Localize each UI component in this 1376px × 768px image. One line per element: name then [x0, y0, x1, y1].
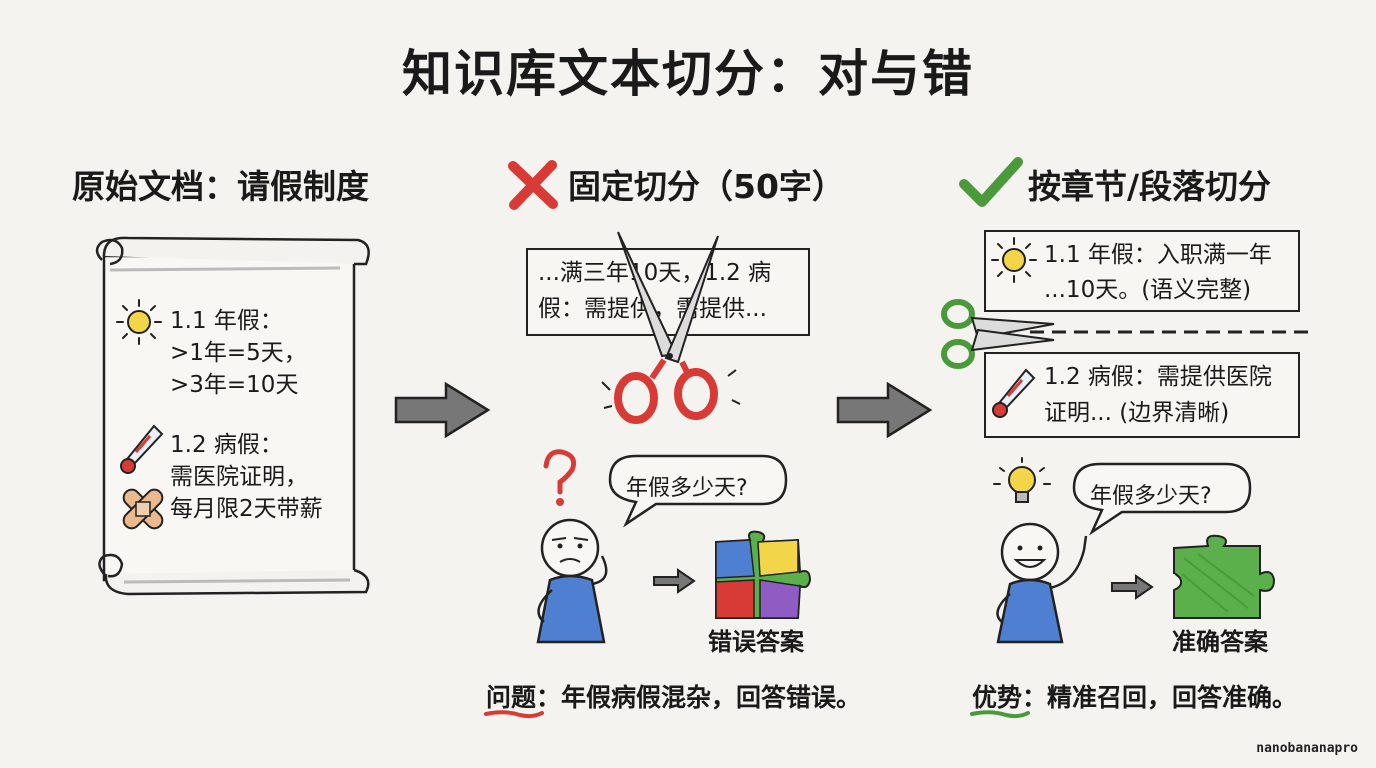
fixed-chunk-box: [526, 248, 810, 336]
correct-answer-label: 准确答案: [1172, 628, 1268, 656]
small-arrow-fixed: [653, 568, 696, 594]
question-text-fixed: 年假多少天?: [626, 476, 748, 501]
semantic-chunk-1-line-1: 1.1 年假：入职满一年: [1044, 242, 1272, 268]
question-text-semantic: 年假多少天?: [1090, 484, 1212, 509]
advantage-label: 优势: [972, 683, 1023, 712]
small-arrow-semantic: [1111, 574, 1154, 600]
watermark: nanobananapro: [1256, 741, 1358, 756]
semantic-split-heading: 按章节/段落切分: [1028, 167, 1272, 206]
problem-underline: [484, 710, 544, 719]
question-bubble-semantic: [1072, 462, 1252, 536]
semantic-chunk-1-box: [984, 230, 1300, 312]
problem-label: 问题: [486, 683, 537, 712]
happy-person: [996, 522, 1088, 644]
semantic-chunk-2-line-1: 1.2 病假：需提供医院: [1044, 364, 1272, 390]
page-title: 知识库文本切分：对与错: [402, 45, 974, 103]
confused-person: [536, 518, 608, 644]
question-mark-icon: [543, 449, 577, 506]
arrow-right-1: [394, 381, 491, 439]
thermometer-icon-semantic: [992, 368, 1036, 418]
annual-leave-rule-2: >3年=10天: [170, 372, 299, 398]
sick-leave-rule-1: 需医院证明，: [170, 464, 308, 490]
original-doc-heading: 原始文档：请假制度: [72, 167, 369, 206]
cross-icon: [508, 160, 558, 210]
semantic-chunk-2-line-2: 证明... (边界清晰): [1044, 400, 1230, 426]
advantage-text: ：精准召回，回答准确。: [1022, 683, 1298, 712]
annual-leave-rule-1: >1年=5天，: [170, 340, 307, 366]
annual-leave-title: 1.1 年假：: [170, 308, 283, 334]
problem-text: ：年假病假混杂，回答错误。: [536, 683, 862, 712]
complete-puzzle-icon: [1173, 534, 1276, 619]
question-bubble-fixed: [608, 454, 788, 528]
fixed-chunk-line-1: ...满三年10天，1.2 病: [538, 260, 772, 286]
semantic-chunk-2-box: [984, 352, 1300, 438]
scroll-document: [95, 236, 370, 596]
semantic-chunk-1-line-2: ...10天。(语义完整): [1044, 277, 1252, 303]
lightbulb-icon: [993, 457, 1051, 503]
sun-icon-semantic: [991, 237, 1037, 283]
wrong-answer-label: 错误答案: [708, 628, 804, 656]
sun-icon: [116, 299, 162, 345]
cut-line-with-scissors: [941, 299, 1308, 369]
problem-footer: 问题：年假病假混杂，回答错误。: [486, 678, 861, 714]
advantage-underline: [970, 710, 1030, 719]
sick-leave-title: 1.2 病假：: [170, 432, 283, 458]
scissors-icon: [601, 231, 741, 424]
bandage-icon: [122, 488, 164, 530]
thermometer-icon: [120, 424, 164, 474]
fixed-split-heading: 固定切分（50字）: [568, 167, 845, 206]
checkmark-icon: [959, 157, 1023, 207]
advantage-footer: 优势：精准召回，回答准确。: [972, 678, 1297, 714]
broken-puzzle-icon: [715, 530, 812, 619]
arrow-right-2: [836, 381, 933, 439]
sick-leave-rule-2: 每月限2天带薪: [170, 496, 323, 522]
